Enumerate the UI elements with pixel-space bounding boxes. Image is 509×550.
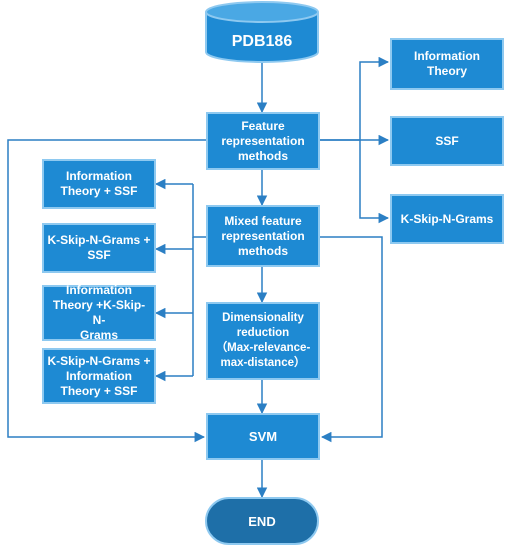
dimensionality-reduction-node: Dimensionality reduction （Max-relevance-… — [206, 302, 320, 380]
arrow-feature-to-svm-left — [7, 139, 206, 443]
information-theory-node: Information Theory — [390, 38, 504, 90]
arrow-feature-to-kskip — [359, 140, 390, 224]
combo-info-kskip-node: Information Theory +K-Skip-N- Grams — [42, 283, 156, 342]
combo-kskip-info-ssf-node: K-Skip-N-Grams + Information Theory + SS… — [42, 348, 156, 404]
end-terminator: END — [205, 497, 319, 545]
pdb186-database: PDB186 — [231, 32, 293, 50]
feature-representation-node: Feature representation methods — [206, 112, 320, 170]
combo-kskip-ssf-node: K-Skip-N-Grams + SSF — [42, 223, 156, 273]
database-cylinder — [205, 1, 319, 63]
svm-node: SVM — [206, 413, 320, 460]
mixed-feature-node: Mixed feature representation methods — [206, 205, 320, 267]
combo-info-ssf-node: Information Theory + SSF — [42, 159, 156, 209]
arrow-mixed-to-svm-right — [320, 236, 383, 443]
arrow-feature-to-info-theory — [320, 56, 390, 141]
ssf-node: SSF — [390, 116, 504, 166]
kskip-ngrams-node: K-Skip-N-Grams — [390, 194, 504, 244]
bracket-mixed-to-combos — [192, 184, 206, 238]
